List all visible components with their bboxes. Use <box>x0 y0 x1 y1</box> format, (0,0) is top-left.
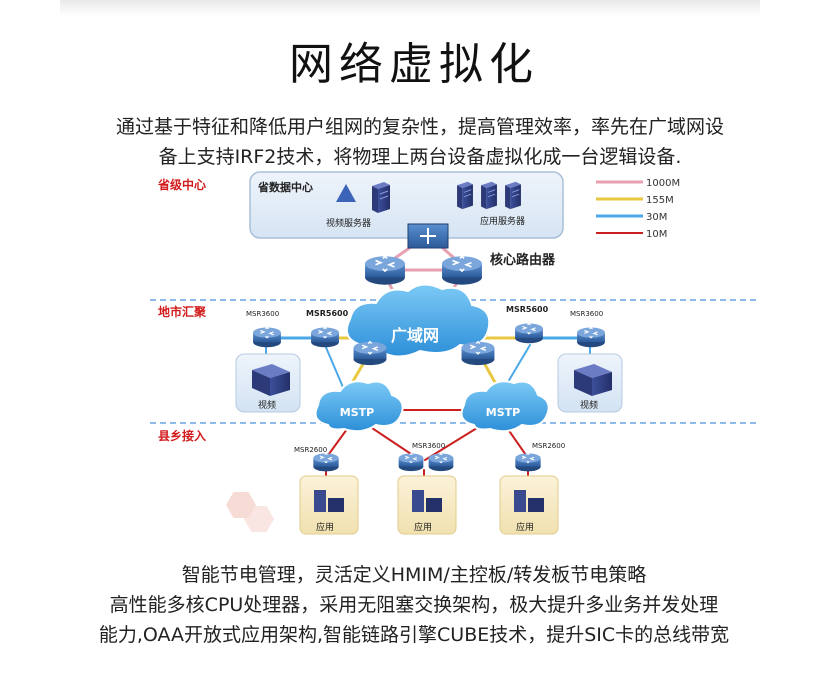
msr2600-router-icon <box>312 452 340 472</box>
core-router-icon <box>441 255 483 286</box>
legend-label-10m: 10M <box>646 229 667 240</box>
video-label: 视频 <box>580 399 598 411</box>
video-server-icon <box>371 181 391 214</box>
intro-line-1: 通过基于特征和降低用户组网的复杂性，提高管理效率，率先在广域网设 <box>115 116 724 138</box>
app-box-1: 应用 <box>299 475 359 535</box>
legend-label-1000m: 1000M <box>646 178 680 189</box>
app-server-icon <box>456 181 474 210</box>
device-label-msr3600: MSR3600 <box>246 310 279 318</box>
video-box-right: 视频 <box>557 353 623 413</box>
page-title: 网络虚拟化 <box>289 39 539 90</box>
core-router-icon <box>364 255 406 286</box>
core-router-label: 核心路由器 <box>490 252 556 268</box>
mstp-cloud-right: MSTP <box>460 380 550 433</box>
mstp-cloud-left: MSTP <box>314 380 404 433</box>
msr5600-router-icon <box>310 326 340 348</box>
device-label-msr2600: MSR2600 <box>294 446 327 454</box>
msr3600-router-icon <box>576 326 606 348</box>
device-label-msr5600: MSR5600 <box>306 309 349 318</box>
wan-cloud: 广域网 <box>346 283 491 358</box>
app-box-3: 应用 <box>499 475 559 535</box>
level-label-province: 省级中心 <box>157 177 206 192</box>
app-server-label: 应用服务器 <box>480 215 525 227</box>
datacenter-label: 省数据中心 <box>257 180 313 194</box>
device-label-msr3600: MSR3600 <box>570 310 603 318</box>
intro-text: 通过基于特征和降低用户组网的复杂性，提高管理效率，率先在广域网设 备上支持IRF… <box>70 112 770 172</box>
datacenter: 省数据中心 视频服务器 应用服务器 <box>249 171 564 249</box>
app-label: 应用 <box>414 521 432 533</box>
level-label-county: 县乡接入 <box>158 428 206 443</box>
feature-text: 智能节电管理，灵活定义HMIM/主控板/转发板节电策略 高性能多核CPU处理器，… <box>0 560 828 650</box>
msr2600-router-icon <box>514 452 542 472</box>
app-label: 应用 <box>516 521 534 533</box>
feature-line-1: 智能节电管理，灵活定义HMIM/主控板/转发板节电策略 <box>181 564 647 586</box>
msr3600-router-icon <box>398 453 424 472</box>
app-server-icon <box>504 181 522 210</box>
video-box-left: 视频 <box>235 353 301 413</box>
legend-label-155m: 155M <box>646 195 674 206</box>
device-label-msr3600: MSR3600 <box>412 442 445 450</box>
msr3600-router-icon <box>428 453 454 472</box>
video-label: 视频 <box>258 399 276 411</box>
mstp-label: MSTP <box>486 406 520 419</box>
msr5600-router-icon <box>514 322 544 344</box>
app-server-icon <box>480 181 498 210</box>
intro-line-2: 备上支持IRF2技术，将物理上两台设备虚拟化成一台逻辑设备. <box>158 146 682 168</box>
device-label-msr2600: MSR2600 <box>532 442 565 450</box>
app-box-2: 应用 <box>397 475 457 535</box>
wan-edge-router-icon <box>352 341 388 366</box>
legend: 1000M 155M 30M 10M <box>596 178 680 240</box>
video-server-label: 视频服务器 <box>326 217 371 229</box>
legend-label-30m: 30M <box>646 212 667 223</box>
device-label-msr5600: MSR5600 <box>506 305 549 314</box>
msr3600-router-icon <box>252 326 282 348</box>
app-label: 应用 <box>316 521 334 533</box>
level-label-city: 地市汇聚 <box>158 304 207 319</box>
wan-label: 广域网 <box>391 326 439 345</box>
warning-triangle-icon <box>336 184 356 202</box>
feature-line-3: 能力,OAA开放式应用架构,智能链路引擎CUBE技术，提升SIC卡的总线带宽 <box>98 624 730 646</box>
feature-line-2: 高性能多核CPU处理器，采用无阻塞交换架构，极大提升多业务并发处理 <box>109 594 719 616</box>
wan-edge-router-icon <box>460 341 496 366</box>
top-shade <box>60 0 760 16</box>
mstp-label: MSTP <box>340 406 374 419</box>
